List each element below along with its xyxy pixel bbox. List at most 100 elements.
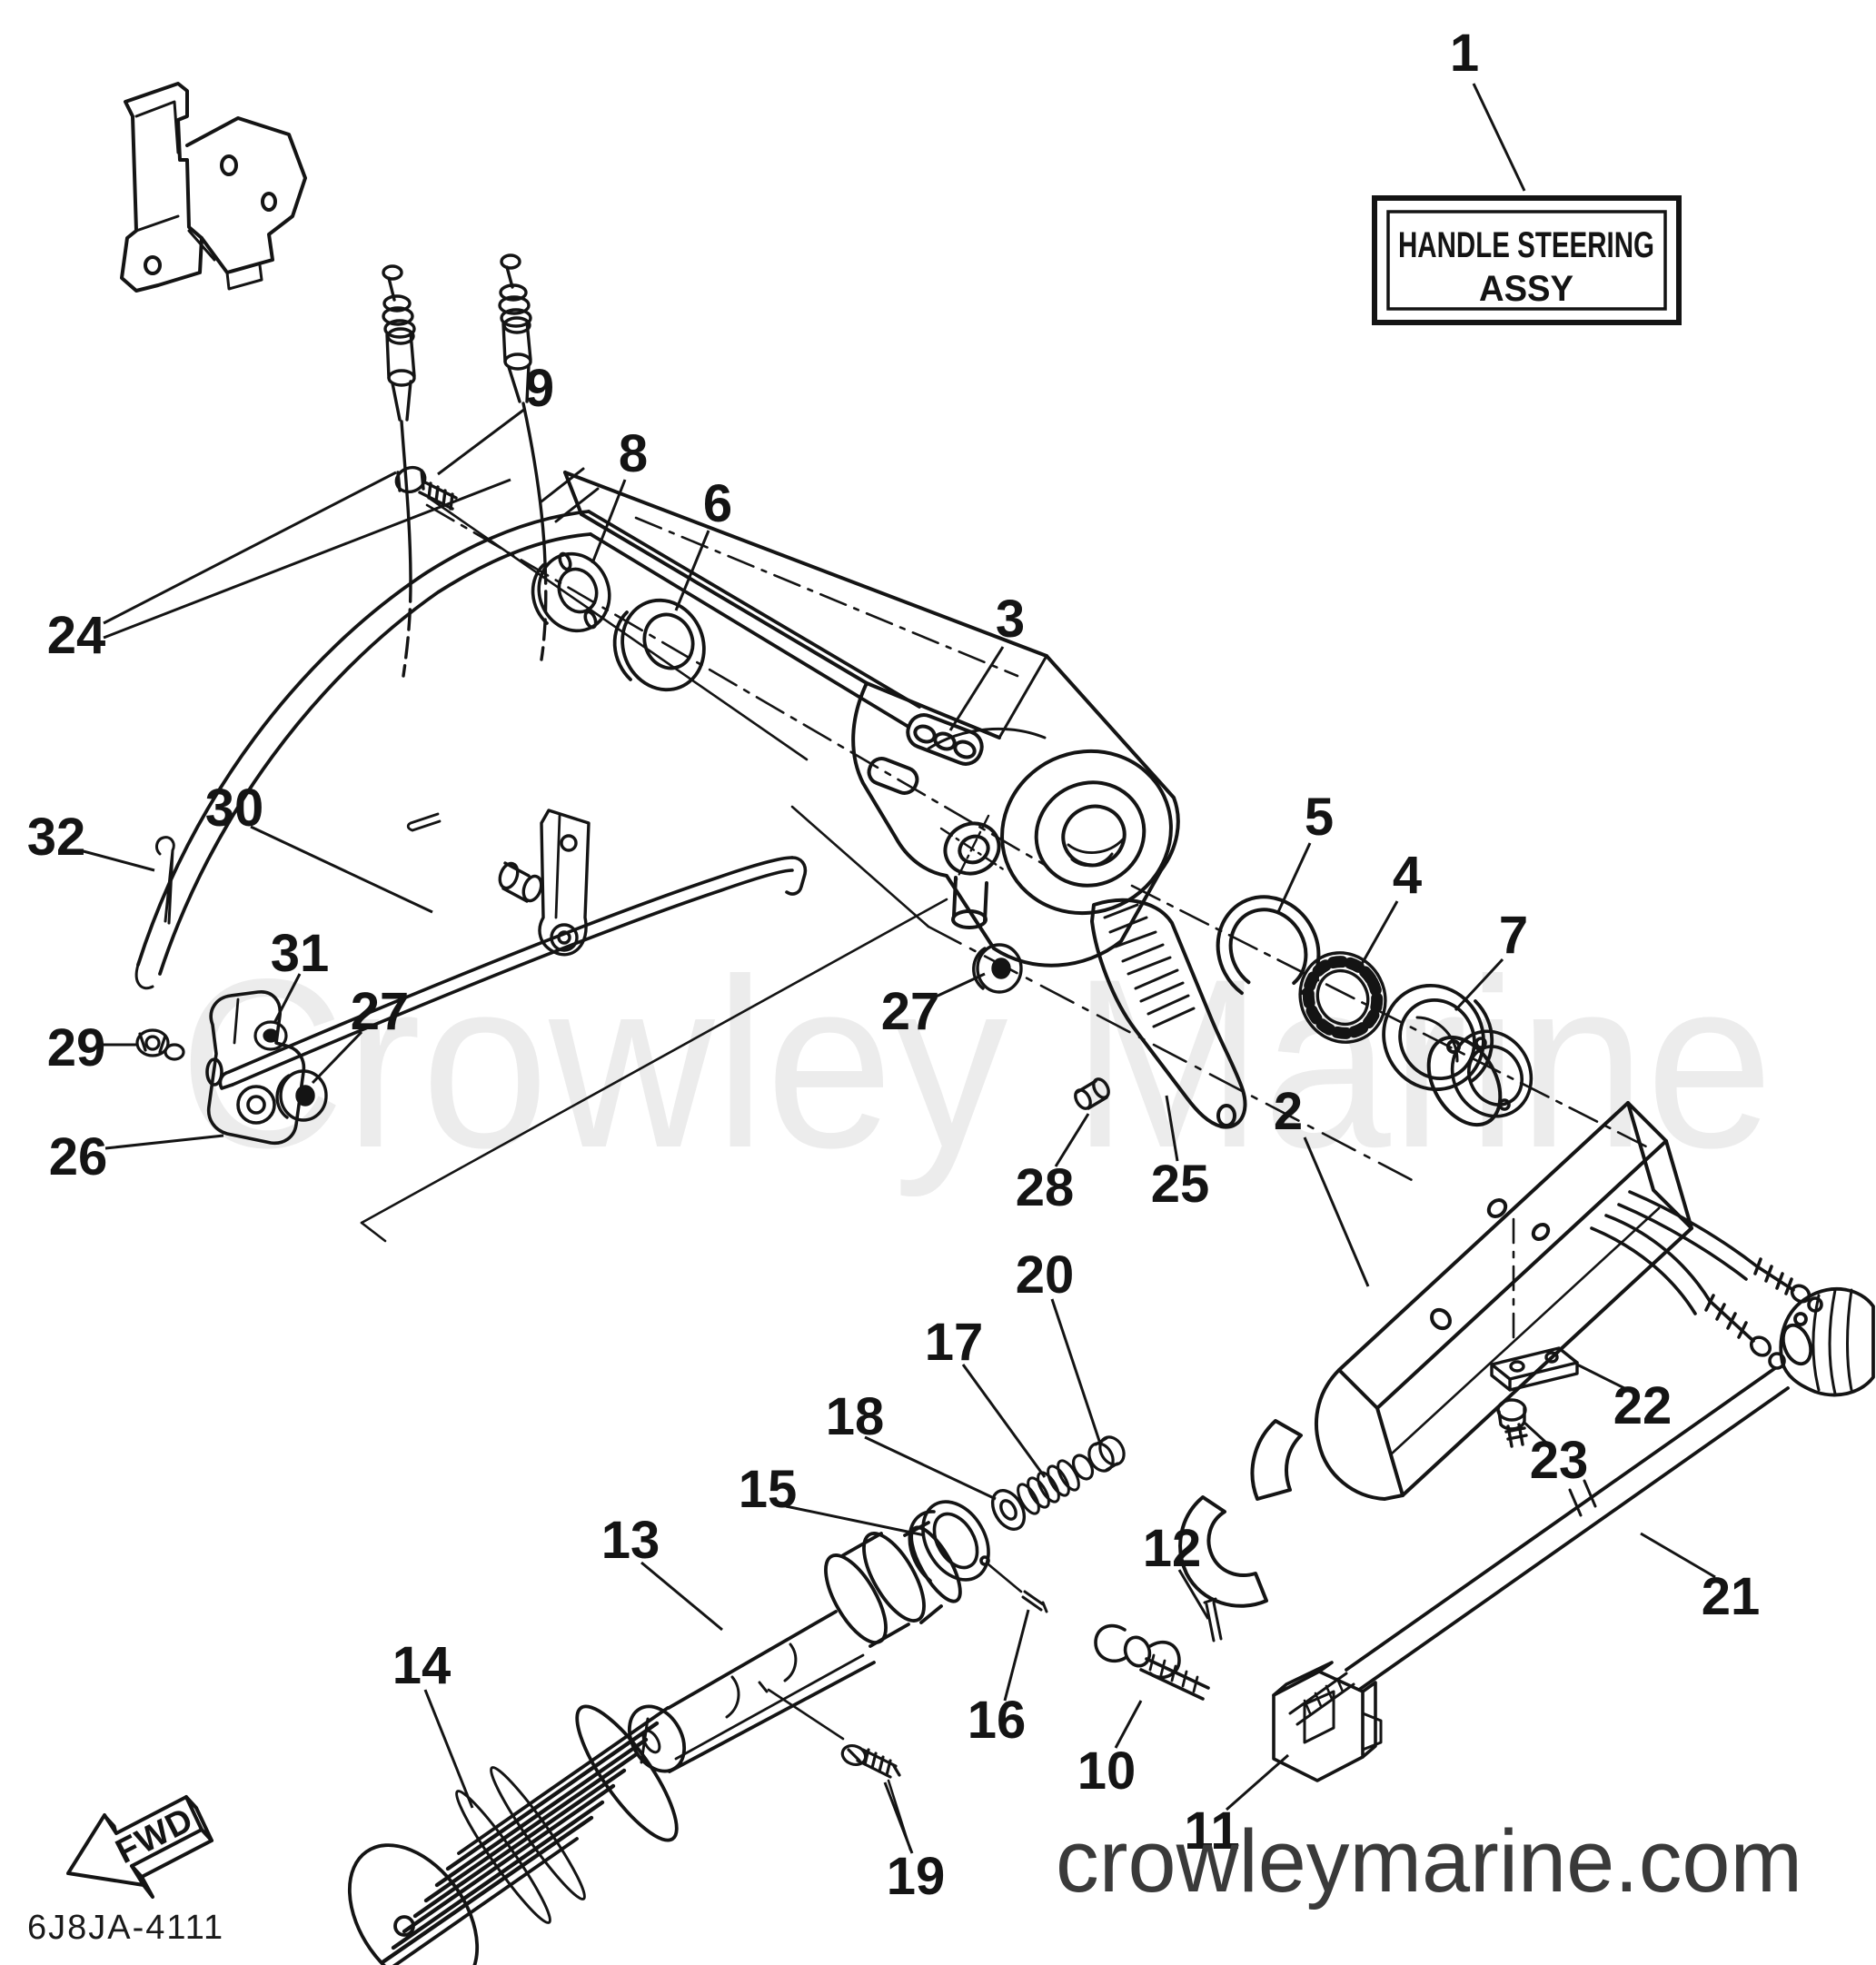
body-cables xyxy=(1590,1190,1823,1370)
callout-leader-2 xyxy=(1303,1136,1370,1287)
fwd-arrow-label: FWD xyxy=(110,1801,200,1871)
callout-leader-16 xyxy=(1003,1609,1030,1702)
callout-leader-28 xyxy=(1054,1113,1090,1167)
friction-bracket-11 xyxy=(1272,1661,1383,1782)
callout-leader-13 xyxy=(640,1561,723,1632)
callout-leader-30 xyxy=(250,825,433,914)
latch-lever xyxy=(406,809,591,957)
bearing-7 xyxy=(1382,983,1494,1092)
callout-7: 7 xyxy=(1499,906,1528,965)
pin-12 xyxy=(1203,1597,1223,1642)
callout-15: 15 xyxy=(739,1460,798,1519)
callout-leader-21 xyxy=(1640,1532,1716,1579)
callout-leader-20 xyxy=(1050,1298,1101,1442)
callout-leader-18 xyxy=(864,1435,997,1501)
callout-leader-22 xyxy=(1576,1363,1625,1390)
washer-18 xyxy=(990,1489,1027,1531)
cable-mount-bracket xyxy=(120,82,307,293)
callout-leader-23 xyxy=(1523,1421,1548,1444)
cotter-pin-32 xyxy=(155,836,175,925)
callout-27: 27 xyxy=(881,982,940,1041)
callout-29: 29 xyxy=(47,1018,106,1077)
callout-26: 26 xyxy=(49,1127,108,1186)
nut-29 xyxy=(135,1028,185,1061)
callout-13: 13 xyxy=(601,1511,660,1570)
handle-body-2 xyxy=(1178,1035,1693,1608)
callout-leader-9 xyxy=(437,407,526,476)
callout-3: 3 xyxy=(996,590,1025,649)
callout-25: 25 xyxy=(1151,1155,1210,1214)
clevis-link-26 xyxy=(205,990,306,1146)
callout-leader-8 xyxy=(591,479,627,564)
callout-24: 24 xyxy=(47,606,106,665)
callout-leader-24 xyxy=(103,478,511,640)
screw-23 xyxy=(1496,1398,1528,1448)
callout-leader-5 xyxy=(1275,842,1312,915)
callout-leader-3 xyxy=(948,646,1005,731)
circlip-5 xyxy=(1216,895,1321,1006)
throttle-arm-25 xyxy=(1074,898,1247,1129)
callout-28: 28 xyxy=(1016,1158,1075,1217)
callout-12: 12 xyxy=(1143,1519,1202,1578)
throttle-cables xyxy=(382,253,548,678)
steering-shaft-21 xyxy=(1288,1286,1875,1726)
fwd-arrow xyxy=(66,1795,213,1899)
grommet-27-left xyxy=(275,1069,328,1122)
callout-18: 18 xyxy=(826,1387,885,1446)
callout-leader-25 xyxy=(1165,1095,1179,1162)
callout-4: 4 xyxy=(1393,846,1422,905)
lock-washer-4 xyxy=(1298,951,1387,1044)
pin-28 xyxy=(1074,1077,1110,1110)
nut-20 xyxy=(1071,1435,1126,1481)
callout-19: 19 xyxy=(887,1847,946,1906)
grip-14 xyxy=(347,1704,679,1965)
clamp-plate-22 xyxy=(1490,1346,1579,1392)
screw-19 xyxy=(840,1744,912,1851)
callout-leader-31 xyxy=(273,973,302,1024)
website-text: crowleymarine.com xyxy=(1056,1811,1802,1910)
callouts-layer: 1234567891011121314151617181920212223242… xyxy=(27,24,1761,1906)
title-box-line1: HANDLE STEERING xyxy=(1398,225,1654,265)
steering-bracket-housing xyxy=(540,467,1180,968)
callout-leader-4 xyxy=(1355,900,1399,973)
watermark-text: Crowley Marine xyxy=(179,929,1773,1199)
cable-guide-washer-8 xyxy=(531,551,611,633)
callout-32: 32 xyxy=(27,808,86,867)
callout-22: 22 xyxy=(1613,1376,1673,1435)
callout-16: 16 xyxy=(968,1691,1027,1750)
callout-leader-19 xyxy=(883,1781,914,1854)
callout-leader-17 xyxy=(961,1364,1047,1478)
callout-leader-6 xyxy=(674,530,710,611)
callout-23: 23 xyxy=(1530,1431,1589,1490)
callout-31: 31 xyxy=(271,924,330,983)
callout-30: 30 xyxy=(205,779,264,838)
callout-10: 10 xyxy=(1077,1742,1137,1801)
callout-leader-26 xyxy=(104,1134,224,1150)
callout-leader-14 xyxy=(423,1689,474,1809)
title-box: HANDLE STEERING ASSY xyxy=(1372,195,1682,325)
bushing-15 xyxy=(908,1500,1023,1593)
tube-grommet-6 xyxy=(612,598,706,692)
callout-leader-24 xyxy=(103,471,397,625)
callout-20: 20 xyxy=(1016,1245,1075,1305)
retainer-disc xyxy=(1450,1029,1534,1118)
callout-leader-15 xyxy=(785,1504,926,1537)
callout-8: 8 xyxy=(619,424,648,483)
callout-27: 27 xyxy=(351,982,410,1041)
callout-1: 1 xyxy=(1450,24,1479,83)
grommet-27-right xyxy=(972,943,1023,994)
callout-17: 17 xyxy=(925,1313,984,1372)
callout-2: 2 xyxy=(1274,1082,1303,1141)
callout-leader-27 xyxy=(311,1030,363,1085)
callout-leader-32 xyxy=(79,849,155,872)
callout-9: 9 xyxy=(525,359,554,418)
callout-leader-27 xyxy=(933,972,986,999)
callout-leader-10 xyxy=(1114,1700,1143,1749)
handle-front-tube xyxy=(134,510,921,990)
friction-rod-30 xyxy=(218,856,808,1090)
bolt-9 xyxy=(394,465,458,511)
tiller-tube-13 xyxy=(627,1521,962,1773)
callout-leader-1 xyxy=(1472,83,1526,192)
